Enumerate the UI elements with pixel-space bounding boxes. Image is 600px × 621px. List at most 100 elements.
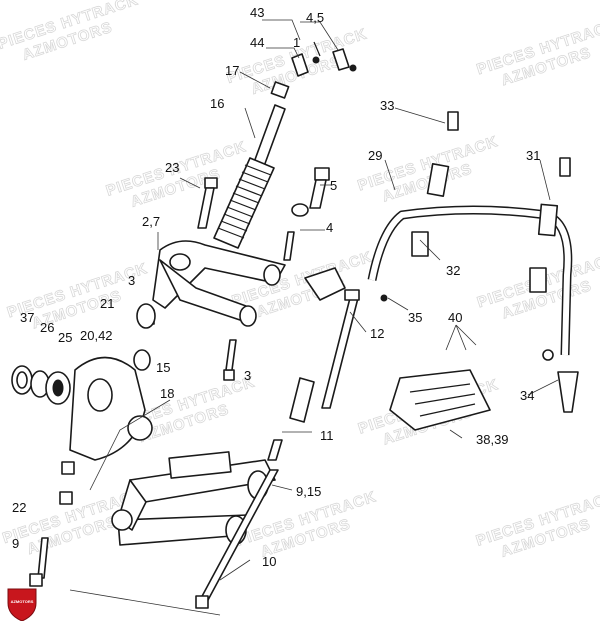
bolt-head [195,595,209,609]
shock-top-bolt [270,81,290,99]
callout-9: 9 [12,536,19,551]
spring-coils [217,164,272,239]
callout-18: 18 [160,386,174,401]
callout-33: 33 [380,98,394,113]
leader-3839 [449,429,463,439]
callout-32: 32 [446,263,460,278]
bushing-11 [267,377,315,461]
brand-logo: AZMOTORS [7,588,37,621]
end-link-body [557,371,579,413]
bushing [291,203,309,217]
bolt-head [344,289,360,301]
callout-34: 34 [520,388,534,403]
bolt-33 [447,111,459,131]
upper-arm-ball-joint [169,253,191,271]
callout-17: 17 [225,63,239,78]
boot-15 [133,349,151,371]
bolt-head [314,167,330,181]
bracket-35 [304,267,388,302]
watermarks: PIECES HYTRACK AZMOTORS PIECES HYTRACK A… [0,0,600,561]
upper-arm-bushing [239,305,257,327]
bar-clamp-left [426,163,450,197]
shield-icon [7,588,37,621]
bolt-shank [321,297,359,409]
top-bracket-group [291,41,357,77]
bolt-23 [197,177,218,229]
upper-a-arm [152,240,286,327]
leader-35 [387,297,409,311]
leader-915 [271,484,293,491]
nut-9 [29,573,43,587]
callout-23: 23 [165,160,179,175]
lower-a-arm [111,451,276,546]
bolt-31 [559,157,571,177]
callout-40: 40 [448,310,462,325]
leader-10 [219,559,251,581]
anti-roll-bar [367,111,573,356]
shock-upper-body [252,104,286,170]
seal-18 [127,415,153,441]
leader-44 [266,47,300,59]
callout-15: 15 [156,360,170,375]
callout-35: 35 [408,310,422,325]
bar-clamp-right [537,203,559,237]
lower-left-fasteners [29,461,75,587]
callout-21: 21 [100,296,114,311]
bushing-tube [289,377,315,423]
callout-26: 26 [40,320,54,335]
shock-spring [213,157,275,249]
nut [380,294,388,302]
callout-12: 12 [370,326,384,341]
callout-4: 4 [326,220,333,235]
callout-2042: 20,42 [80,328,113,343]
callout-45: 4,5 [306,10,324,25]
leader-31 [539,159,551,201]
callout-915: 9,15 [296,484,321,499]
callout-1: 1 [293,35,300,50]
bolt-shank [225,339,237,371]
callout-3839: 38,39 [476,432,509,447]
leader-lines [69,19,559,616]
callout-25: 25 [58,330,72,345]
bracket-left [291,53,309,77]
callout-43: 43 [250,5,264,20]
leader-29 [384,159,396,191]
bolt-head [204,177,218,189]
leader-18 [89,399,171,491]
bolt-4 [283,231,295,261]
bracket-right [332,48,350,71]
leader-43 [262,19,301,41]
leader-33 [394,107,446,124]
logo-text: AZMOTORS [11,599,34,604]
leader-32 [419,239,441,261]
callout-27: 2,7 [142,214,160,229]
shock-absorber [213,81,290,249]
leader-bottom [69,589,221,616]
nut [59,491,73,505]
callout-16: 16 [210,96,224,111]
bolt-22 [37,537,49,579]
leader-17 [239,71,271,89]
callout-11: 11 [320,428,334,443]
callout-29: 29 [368,148,382,163]
leader-45 [300,21,339,51]
callout-10: 10 [262,554,276,569]
boot-21 [136,303,156,329]
bar-bushing-32 [411,231,429,257]
seal-37-inner [16,371,28,389]
nut-small [312,56,320,64]
bolt-12 [321,289,360,409]
bracket-body [304,267,346,301]
bushing-sleeve [267,439,283,461]
callout-31: 31 [526,148,540,163]
bar-bushing [529,267,547,293]
bar-fill [369,207,571,356]
bolt-10 [195,469,279,609]
lower-ball-joint [111,509,133,531]
callout-3b: 3 [244,368,251,383]
bolt-5 [291,167,330,217]
knuckle-hub-bore [87,378,113,412]
callout-44: 44 [250,35,264,50]
leader-16 [244,107,256,139]
